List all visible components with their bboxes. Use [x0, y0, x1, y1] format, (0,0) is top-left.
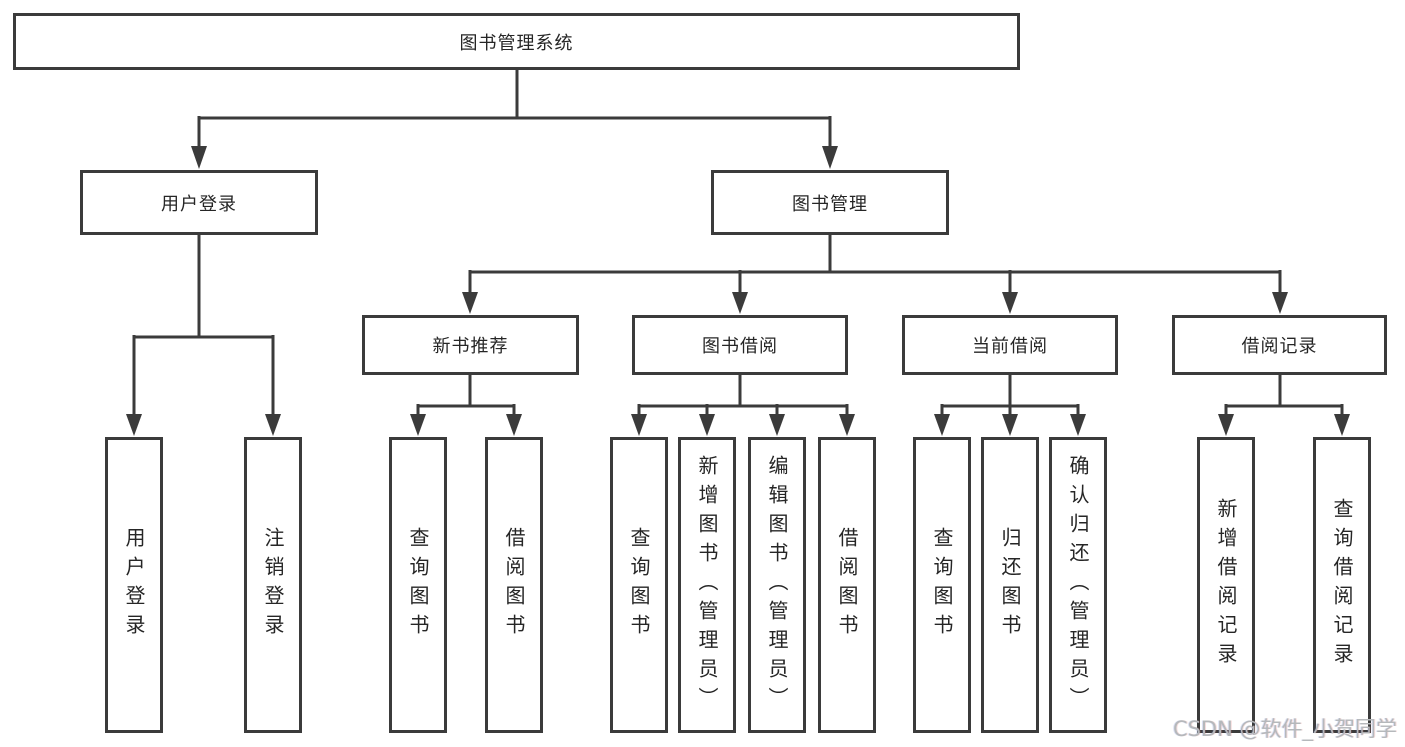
watermark: CSDN @软件_小贺同学: [1172, 717, 1397, 741]
leaf-records-add-borrow-record: 新增借阅记录: [1197, 437, 1255, 733]
node-book-management-label: 图书管理: [792, 193, 868, 215]
node-root-label: 图书管理系统: [459, 32, 574, 54]
node-book-management: 图书管理: [711, 170, 949, 235]
node-borrowing-records: 借阅记录: [1172, 315, 1387, 375]
leaf-borrowing-add-books-admin: 新增图书（管理员）: [678, 437, 736, 733]
leaf-borrowing-borrow-books: 借阅图书: [818, 437, 876, 733]
node-current-borrowing-label: 当前借阅: [972, 336, 1048, 357]
node-new-book-recommendation-label: 新书推荐: [432, 336, 509, 357]
node-borrowing-records-label: 借阅记录: [1241, 336, 1318, 357]
leaf-user-login: 用户登录: [105, 437, 163, 733]
leaf-borrowing-edit-books-admin: 编辑图书（管理员）: [748, 437, 806, 733]
node-book-borrowing: 图书借阅: [632, 315, 848, 375]
leaf-borrowing-query-books: 查询图书: [610, 437, 668, 733]
leaf-current-confirm-return-admin: 确认归还（管理员）: [1049, 437, 1107, 733]
node-new-book-recommendation: 新书推荐: [362, 315, 579, 375]
node-current-borrowing: 当前借阅: [902, 315, 1118, 375]
leaf-records-query-borrow-record: 查询借阅记录: [1313, 437, 1371, 733]
leaf-current-return-books: 归还图书: [981, 437, 1039, 733]
node-user-login: 用户登录: [80, 170, 318, 235]
node-book-borrowing-label: 图书借阅: [702, 336, 778, 357]
leaf-current-query-books: 查询图书: [913, 437, 971, 733]
leaf-logout-login: 注销登录: [244, 437, 302, 733]
leaf-newbooks-borrow-books: 借阅图书: [485, 437, 543, 733]
node-root: 图书管理系统: [13, 13, 1020, 70]
leaf-newbooks-query-books: 查询图书: [389, 437, 447, 733]
node-user-login-label: 用户登录: [161, 193, 237, 215]
